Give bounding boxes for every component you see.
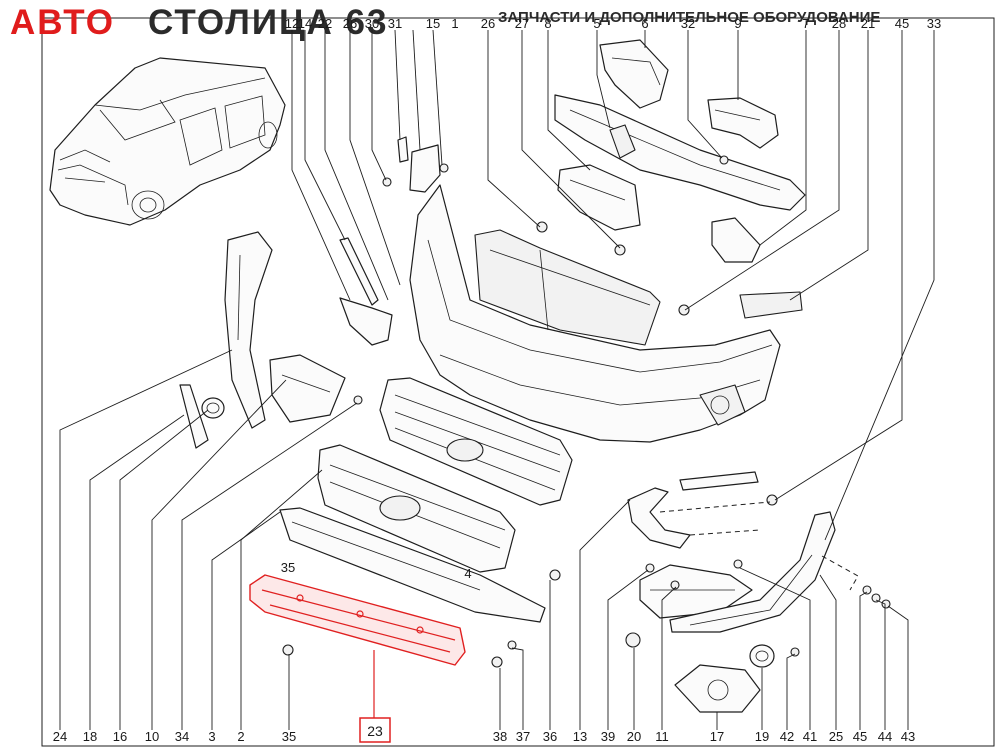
label-34: 34 (175, 729, 189, 744)
label-33: 33 (927, 16, 941, 31)
label-25: 25 (829, 729, 843, 744)
bracket-18 (179, 384, 209, 449)
diagram-frame (41, 17, 995, 747)
label-41: 41 (803, 729, 817, 744)
label-38: 38 (493, 729, 507, 744)
small-clips (382, 136, 729, 316)
grille-support (474, 229, 661, 346)
dashed-arrows (659, 501, 859, 591)
label-45-top: 45 (895, 16, 909, 31)
label-20: 20 (627, 729, 641, 744)
brand-tagline: ЗАПЧАСТИ И ДОПОЛНИТЕЛЬНОЕ ОБОРУДОВАНИЕ (498, 9, 880, 26)
upper-beam (554, 94, 806, 211)
label-31: 31 (388, 16, 402, 31)
side-cover-3 (269, 354, 346, 423)
label-23: 23 (367, 723, 383, 739)
label-16: 16 (113, 729, 127, 744)
label-7: 7 (802, 16, 809, 31)
brand-part2: СТОЛИЦА 63 (148, 3, 388, 42)
label-10: 10 (145, 729, 159, 744)
label-30: 30 (365, 16, 379, 31)
bracket-right (707, 97, 779, 149)
label-24: 24 (53, 729, 67, 744)
label-18: 18 (83, 729, 97, 744)
fog-light-19 (749, 644, 775, 668)
label-21: 21 (861, 16, 875, 31)
air-deflector (557, 164, 641, 231)
lower-grille-2 (317, 444, 516, 573)
label-5: 5 (593, 16, 600, 31)
side-panel-41 (669, 511, 836, 633)
label-4: 4 (464, 566, 471, 581)
label-26-top: 26 (343, 16, 357, 31)
highlighted-part-23 (249, 574, 466, 666)
label-37: 37 (516, 729, 530, 744)
lower-bar-spoiler (279, 507, 546, 623)
label-26: 26 (481, 16, 495, 31)
bracket-lower-right (711, 217, 761, 263)
under-shield-11 (639, 564, 753, 619)
label-9: 9 (734, 16, 741, 31)
upper-grille-4 (379, 377, 573, 506)
fog-light-16 (201, 397, 225, 419)
label-43: 43 (901, 729, 915, 744)
car-illustration (49, 57, 286, 226)
label-14: 14 (298, 16, 312, 31)
brand-watermark: АВТО СТОЛИЦА 63 ЗАПЧАСТИ И ДОПОЛНИТЕЛЬНО… (10, 3, 880, 42)
label-2: 2 (237, 729, 244, 744)
label-27: 27 (515, 16, 529, 31)
top-labels: 12 14 22 26 30 31 15 26 27 8 5 6 32 9 7 … (285, 16, 941, 31)
label-3: 3 (208, 729, 215, 744)
fog-trim-13 (627, 471, 759, 549)
side-bracket-24 (224, 231, 273, 429)
label-12: 12 (285, 16, 299, 31)
label-36: 36 (543, 729, 557, 744)
bracket-top (599, 39, 669, 109)
front-bumper (409, 184, 803, 443)
label-39: 39 (601, 729, 615, 744)
label-32: 32 (681, 16, 695, 31)
label-6: 6 (641, 16, 648, 31)
label-28: 28 (832, 16, 846, 31)
label-45-bottom: 45 (853, 729, 867, 744)
leader-lines (59, 29, 935, 730)
label-42: 42 (780, 729, 794, 744)
trim-strip-12 (339, 237, 393, 346)
highlight-box (359, 717, 391, 743)
label-13: 13 (573, 729, 587, 744)
brand-part1: АВТО (10, 3, 115, 42)
label-11: 11 (655, 729, 669, 744)
label-15: 15 (426, 16, 440, 31)
label-17: 17 (710, 729, 724, 744)
label-44: 44 (878, 729, 892, 744)
inner-labels: 35 4 1 (281, 16, 472, 581)
label-8: 8 (544, 16, 551, 31)
label-19: 19 (755, 729, 769, 744)
fog-frame-17 (674, 664, 761, 713)
label-1: 1 (451, 16, 458, 31)
label-22: 22 (318, 16, 332, 31)
label-35-bottom: 35 (282, 729, 296, 744)
label-35-inner: 35 (281, 560, 295, 575)
bottom-labels: 24 18 16 10 34 3 2 35 23 38 37 36 13 39 … (53, 723, 915, 744)
